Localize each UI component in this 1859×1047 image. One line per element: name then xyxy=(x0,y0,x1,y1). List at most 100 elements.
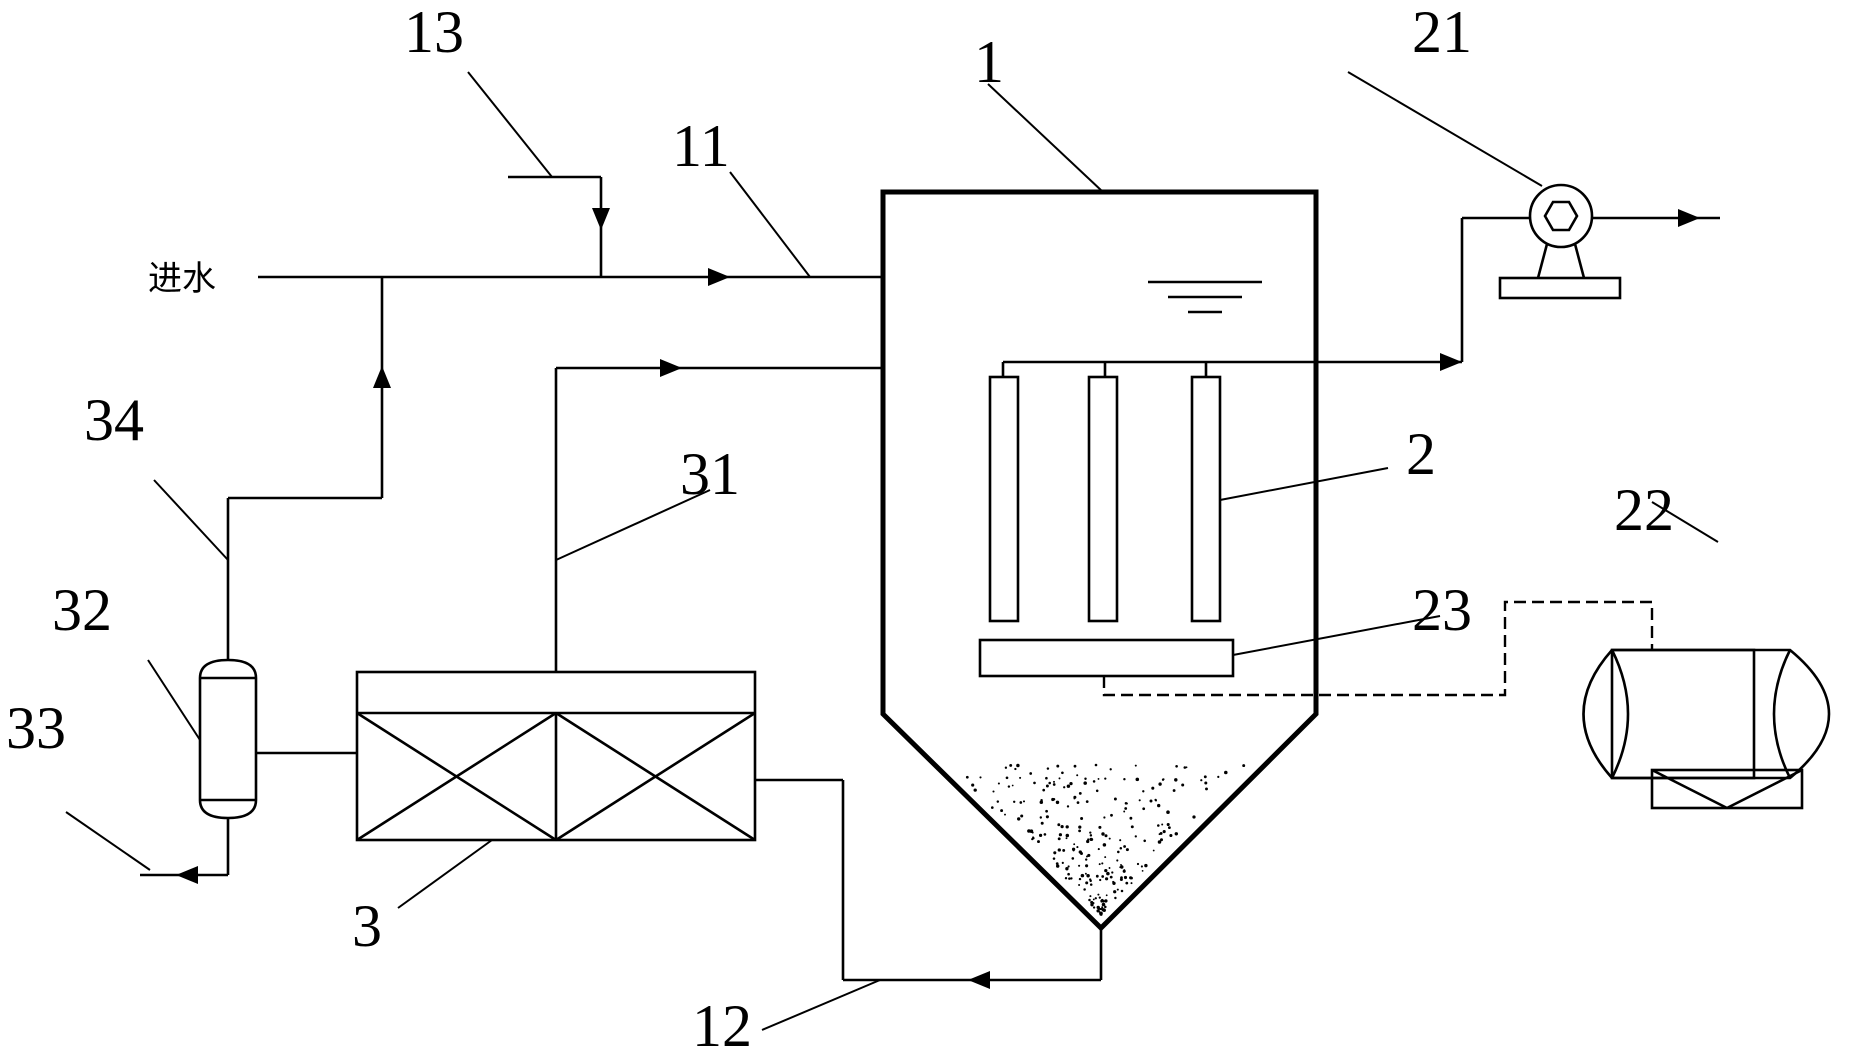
return-line xyxy=(554,359,883,672)
sludge-dot xyxy=(1122,869,1126,873)
sludge-dot xyxy=(1181,783,1185,787)
sludge-dot xyxy=(1104,777,1107,780)
sludge-dot xyxy=(1217,775,1220,779)
membrane-module xyxy=(1190,375,1222,623)
sludge-dot xyxy=(1032,836,1035,839)
aerator xyxy=(978,638,1235,678)
sludge-dot xyxy=(1134,835,1137,838)
sludge-dot xyxy=(1204,781,1208,785)
sludge-dot xyxy=(1152,849,1155,852)
membrane-module xyxy=(988,375,1020,623)
label-3: 3 xyxy=(352,893,382,959)
sludge-dot xyxy=(1062,848,1066,852)
sludge-dot xyxy=(1102,909,1106,912)
membrane-modules xyxy=(988,360,1222,623)
sludge-dot xyxy=(1016,763,1020,768)
sludge-dot xyxy=(1143,839,1146,843)
sludge-dot xyxy=(1104,868,1108,873)
sludge-dot xyxy=(1037,840,1040,844)
sludge-dot xyxy=(1061,771,1064,775)
sludge-dot xyxy=(1119,877,1123,882)
sludge-dot xyxy=(1092,898,1095,901)
sludge-dot xyxy=(1089,895,1092,898)
sludge-dot xyxy=(1073,843,1076,846)
sludge-dot xyxy=(1157,824,1160,827)
sludge-dot xyxy=(1078,864,1081,867)
sludge-dot xyxy=(1065,825,1069,829)
suction-pump xyxy=(1498,183,1720,300)
sludge-dot xyxy=(1004,813,1006,816)
sludge-dot xyxy=(1111,871,1114,874)
sludge-dot xyxy=(1057,823,1061,827)
sludge-dot xyxy=(1099,878,1102,882)
sludge-dot xyxy=(1089,883,1093,886)
sludge-dot xyxy=(1085,858,1088,861)
sludge-dot xyxy=(971,783,975,787)
label-31: 31 xyxy=(680,441,740,507)
sludge-dot xyxy=(1130,882,1133,885)
sludge-dot xyxy=(1123,810,1126,813)
sludge-dot xyxy=(1167,826,1171,830)
sludge-dot xyxy=(1073,764,1077,768)
sludge-dot xyxy=(1083,781,1087,785)
sludge-dot xyxy=(1089,834,1093,837)
sludge-dot xyxy=(1101,875,1105,878)
sludge-dot xyxy=(1058,777,1061,780)
sludge-dot xyxy=(1101,832,1105,836)
sludge-dot xyxy=(1101,902,1106,907)
sludge-dot xyxy=(1175,764,1178,768)
sludge-dot xyxy=(1066,805,1070,808)
sludge-dot xyxy=(1052,783,1056,786)
sludge-dot xyxy=(1089,878,1092,881)
sludge-dot xyxy=(1144,863,1148,868)
sludge-dot xyxy=(1078,850,1082,854)
sludge-dot xyxy=(1157,803,1161,808)
sludge-dot xyxy=(1142,807,1146,811)
sludge-dot xyxy=(1067,865,1070,868)
sludge-dot xyxy=(1123,778,1126,781)
sludge-dot xyxy=(1110,813,1113,817)
sludge-dot xyxy=(1140,865,1143,868)
sludge-dot xyxy=(1078,883,1081,887)
sludge-dot xyxy=(1067,872,1070,876)
label-32: 32 xyxy=(52,577,112,643)
air-supply-line xyxy=(1102,600,1654,697)
sludge-dot xyxy=(1084,872,1087,875)
sludge-dot xyxy=(1096,905,1100,910)
sludge-dot xyxy=(1120,865,1124,869)
sludge-dot xyxy=(1057,837,1061,841)
sludge-dot xyxy=(1078,825,1082,829)
sludge-dot xyxy=(1098,896,1101,899)
callout-leaders xyxy=(65,71,1719,1031)
sludge-dot xyxy=(1045,776,1048,780)
sludge-dot xyxy=(1192,815,1196,819)
sludge-dot xyxy=(1085,881,1089,885)
label-13: 13 xyxy=(404,0,464,65)
sludge-dot xyxy=(1172,789,1176,792)
sludge-dot xyxy=(1108,837,1111,840)
sludge-dot xyxy=(1105,894,1108,897)
sludge-dot xyxy=(1053,780,1055,783)
label-1: 1 xyxy=(974,29,1004,95)
sludge-dot xyxy=(965,775,969,779)
sludge-dot xyxy=(1052,798,1056,801)
label-33: 33 xyxy=(6,695,66,761)
sludge-dot xyxy=(1149,799,1153,803)
sludge-dot xyxy=(1106,871,1110,876)
label-11: 11 xyxy=(672,113,730,179)
sludge-dot xyxy=(1117,850,1120,854)
sludge-dot xyxy=(1045,784,1049,788)
sludge-dot xyxy=(1099,911,1103,916)
collection-vessel xyxy=(198,658,357,820)
sludge-dot xyxy=(1101,862,1104,865)
reactor-tank xyxy=(880,189,1319,932)
sludge-dot xyxy=(1125,802,1128,805)
sludge-dot xyxy=(1154,798,1157,802)
sludge-dot xyxy=(1039,800,1044,804)
label-23: 23 xyxy=(1412,577,1472,643)
sludge-dot xyxy=(1090,838,1094,841)
sludge-dot xyxy=(1094,763,1098,767)
sludge-dot xyxy=(1039,816,1043,819)
sludge-dot xyxy=(1086,874,1090,878)
